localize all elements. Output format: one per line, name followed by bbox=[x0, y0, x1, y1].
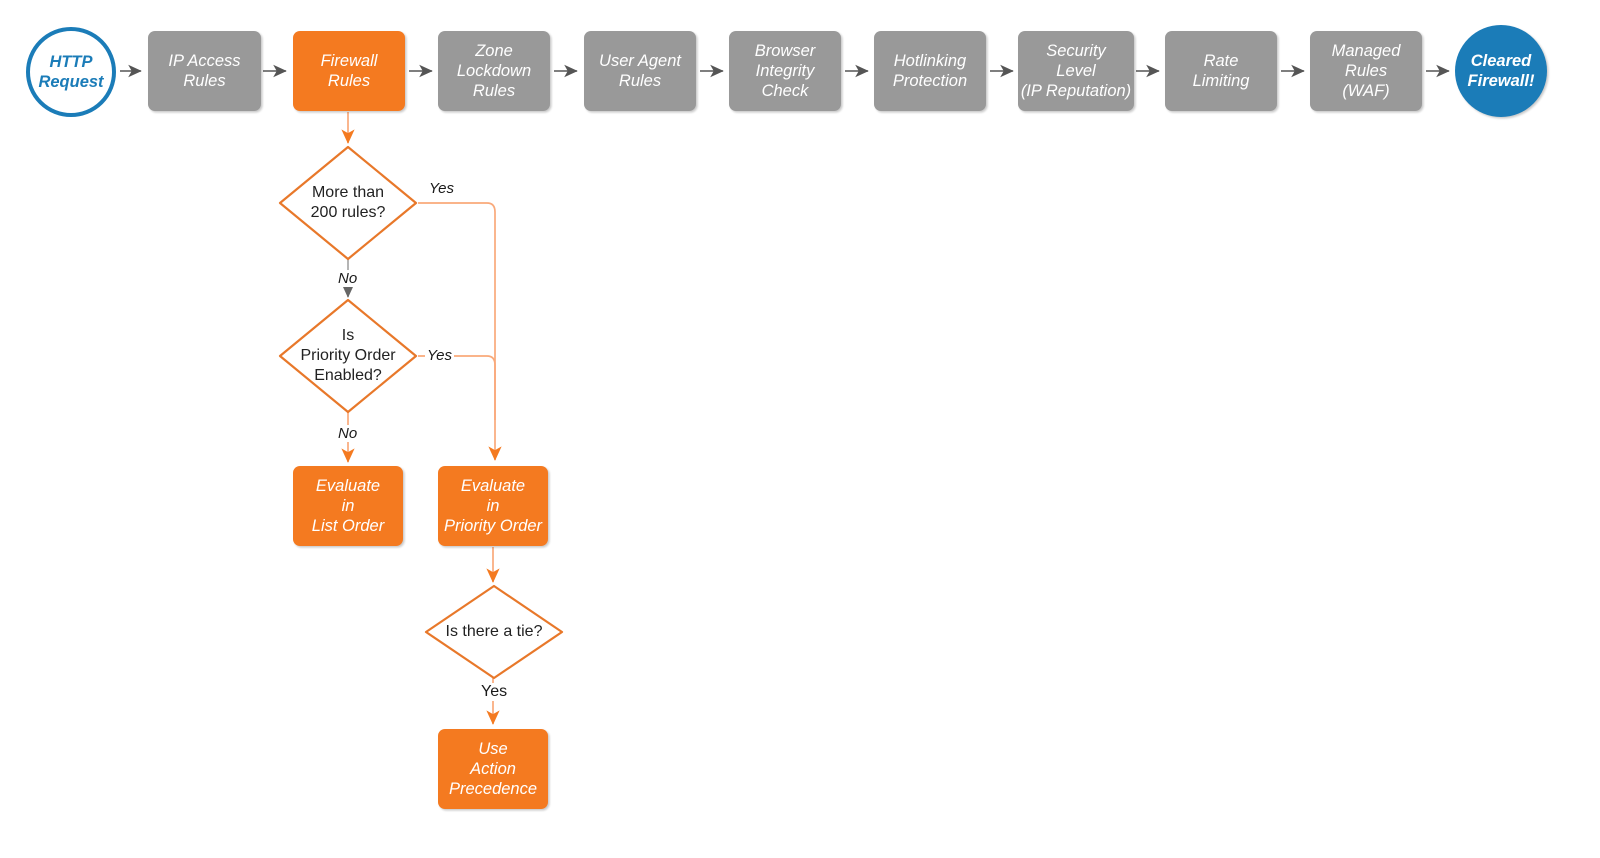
decision-label: More than 200 rules? bbox=[310, 184, 386, 221]
node-label: Browser Integrity Check bbox=[754, 41, 816, 101]
node-label: Cleared Firewall! bbox=[1467, 51, 1535, 90]
edge-label-no-priority-order: No bbox=[336, 425, 360, 442]
node-label: Security Level (IP Reputation) bbox=[1020, 41, 1132, 101]
decision-label: Is Priority Order Enabled? bbox=[300, 327, 396, 384]
node-label: User Agent Rules bbox=[599, 51, 681, 90]
node-managed-rules-waf[interactable]: Managed Rules (WAF) bbox=[1310, 31, 1422, 111]
node-evaluate-in-priority-order[interactable]: Evaluate in Priority Order bbox=[438, 466, 548, 546]
decision-label: Is there a tie? bbox=[445, 623, 543, 640]
node-label: Evaluate in List Order bbox=[311, 476, 385, 536]
node-http-request[interactable]: HTTP Request bbox=[26, 27, 116, 117]
decision-more-than-200-rules[interactable]: More than 200 rules? bbox=[278, 145, 418, 261]
node-label: Rate Limiting bbox=[1192, 51, 1250, 90]
node-cleared-firewall[interactable]: Cleared Firewall! bbox=[1455, 25, 1547, 117]
node-firewall-rules[interactable]: Firewall Rules bbox=[293, 31, 405, 111]
node-browser-integrity-check[interactable]: Browser Integrity Check bbox=[729, 31, 841, 111]
diamond-shape bbox=[278, 298, 418, 414]
node-label: Use Action Precedence bbox=[448, 739, 538, 799]
node-security-level[interactable]: Security Level (IP Reputation) bbox=[1018, 31, 1134, 111]
edge-label-no-200-rules: No bbox=[336, 270, 360, 287]
node-evaluate-in-list-order[interactable]: Evaluate in List Order bbox=[293, 466, 403, 546]
edge-label-yes-200-rules: Yes bbox=[427, 180, 457, 197]
decision-is-there-a-tie[interactable]: Is there a tie? bbox=[424, 584, 564, 680]
node-rate-limiting[interactable]: Rate Limiting bbox=[1165, 31, 1277, 111]
edge-label-yes-tie: Yes bbox=[479, 683, 510, 701]
edge-decision2-yes bbox=[418, 355, 496, 420]
node-ip-access-rules[interactable]: IP Access Rules bbox=[148, 31, 261, 111]
edge-decision1-yes bbox=[418, 202, 502, 461]
node-label: Evaluate in Priority Order bbox=[443, 476, 543, 536]
node-label: Zone Lockdown Rules bbox=[456, 41, 532, 101]
node-user-agent-rules[interactable]: User Agent Rules bbox=[584, 31, 696, 111]
node-hotlinking-protection[interactable]: Hotlinking Protection bbox=[874, 31, 986, 111]
node-use-action-precedence[interactable]: Use Action Precedence bbox=[438, 729, 548, 809]
node-label: IP Access Rules bbox=[168, 51, 241, 90]
edge-label-yes-priority-order: Yes bbox=[425, 347, 455, 364]
node-label: Firewall Rules bbox=[320, 51, 378, 90]
diamond-shape bbox=[424, 584, 564, 680]
node-zone-lockdown-rules[interactable]: Zone Lockdown Rules bbox=[438, 31, 550, 111]
node-label: Managed Rules (WAF) bbox=[1331, 41, 1401, 101]
node-label: HTTP Request bbox=[38, 52, 104, 91]
node-label: Hotlinking Protection bbox=[892, 51, 968, 90]
diamond-shape bbox=[278, 145, 418, 261]
decision-is-priority-order-enabled[interactable]: Is Priority Order Enabled? bbox=[278, 298, 418, 414]
